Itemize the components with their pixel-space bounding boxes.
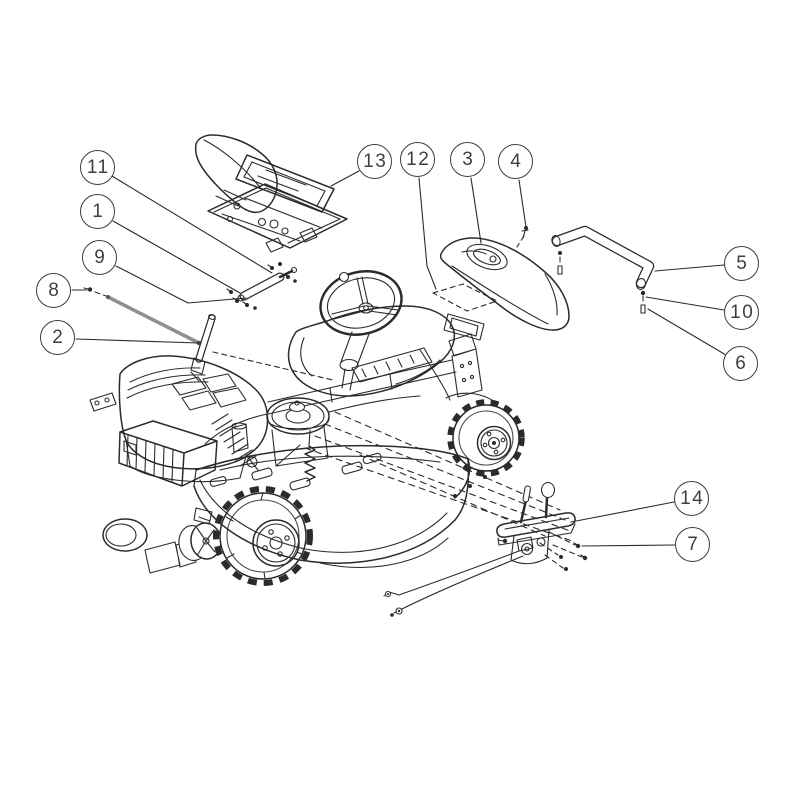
callout-balloon-11[interactable]: 11 <box>80 150 115 185</box>
console-cowl <box>439 237 570 331</box>
handlebar-bolts-left <box>557 251 563 275</box>
callout-balloon-9[interactable]: 9 <box>82 240 117 275</box>
console-mount-outline <box>432 283 498 312</box>
deck-spindle-pulley <box>204 395 421 467</box>
air-filter-box <box>118 420 218 487</box>
leader-lines <box>71 170 727 547</box>
callout-balloon-8[interactable]: 8 <box>36 273 71 308</box>
callout-balloon-6[interactable]: 6 <box>723 346 758 381</box>
callout-balloon-13[interactable]: 13 <box>357 144 392 179</box>
callout-balloon-2[interactable]: 2 <box>40 320 75 355</box>
engine-hood <box>118 355 269 483</box>
callout-balloon-10[interactable]: 10 <box>724 295 759 330</box>
lift-spring <box>304 429 316 482</box>
lever-mount-bolts <box>539 531 588 571</box>
seat-assembly <box>194 134 348 253</box>
callout-balloon-7[interactable]: 7 <box>675 527 710 562</box>
callout-balloon-1[interactable]: 1 <box>80 194 115 229</box>
handlebar-tube <box>551 225 655 291</box>
lift-handle-tube <box>190 314 334 382</box>
seat-damper-link <box>237 266 298 302</box>
steering-wheel <box>319 270 403 391</box>
control-cables <box>383 550 524 617</box>
screw-part-4 <box>516 226 529 248</box>
deck-lever-alignment-lines <box>304 411 576 543</box>
callout-balloon-5[interactable]: 5 <box>724 246 759 281</box>
lever-assembly <box>496 481 576 565</box>
rear-frame-bracket <box>267 333 499 415</box>
fender-body <box>287 305 485 397</box>
callout-balloon-14[interactable]: 14 <box>674 481 709 516</box>
right-rear-wheel <box>447 399 525 477</box>
mower-deck <box>193 444 471 568</box>
handlebar-bolts-right <box>640 290 646 314</box>
callout-balloon-4[interactable]: 4 <box>498 144 533 179</box>
rear-left-wheel <box>213 486 313 586</box>
damper-bolts-upper <box>267 262 297 283</box>
callout-balloon-3[interactable]: 3 <box>450 142 485 177</box>
callout-balloon-12[interactable]: 12 <box>400 142 435 177</box>
bolt-part-8 <box>83 287 107 297</box>
